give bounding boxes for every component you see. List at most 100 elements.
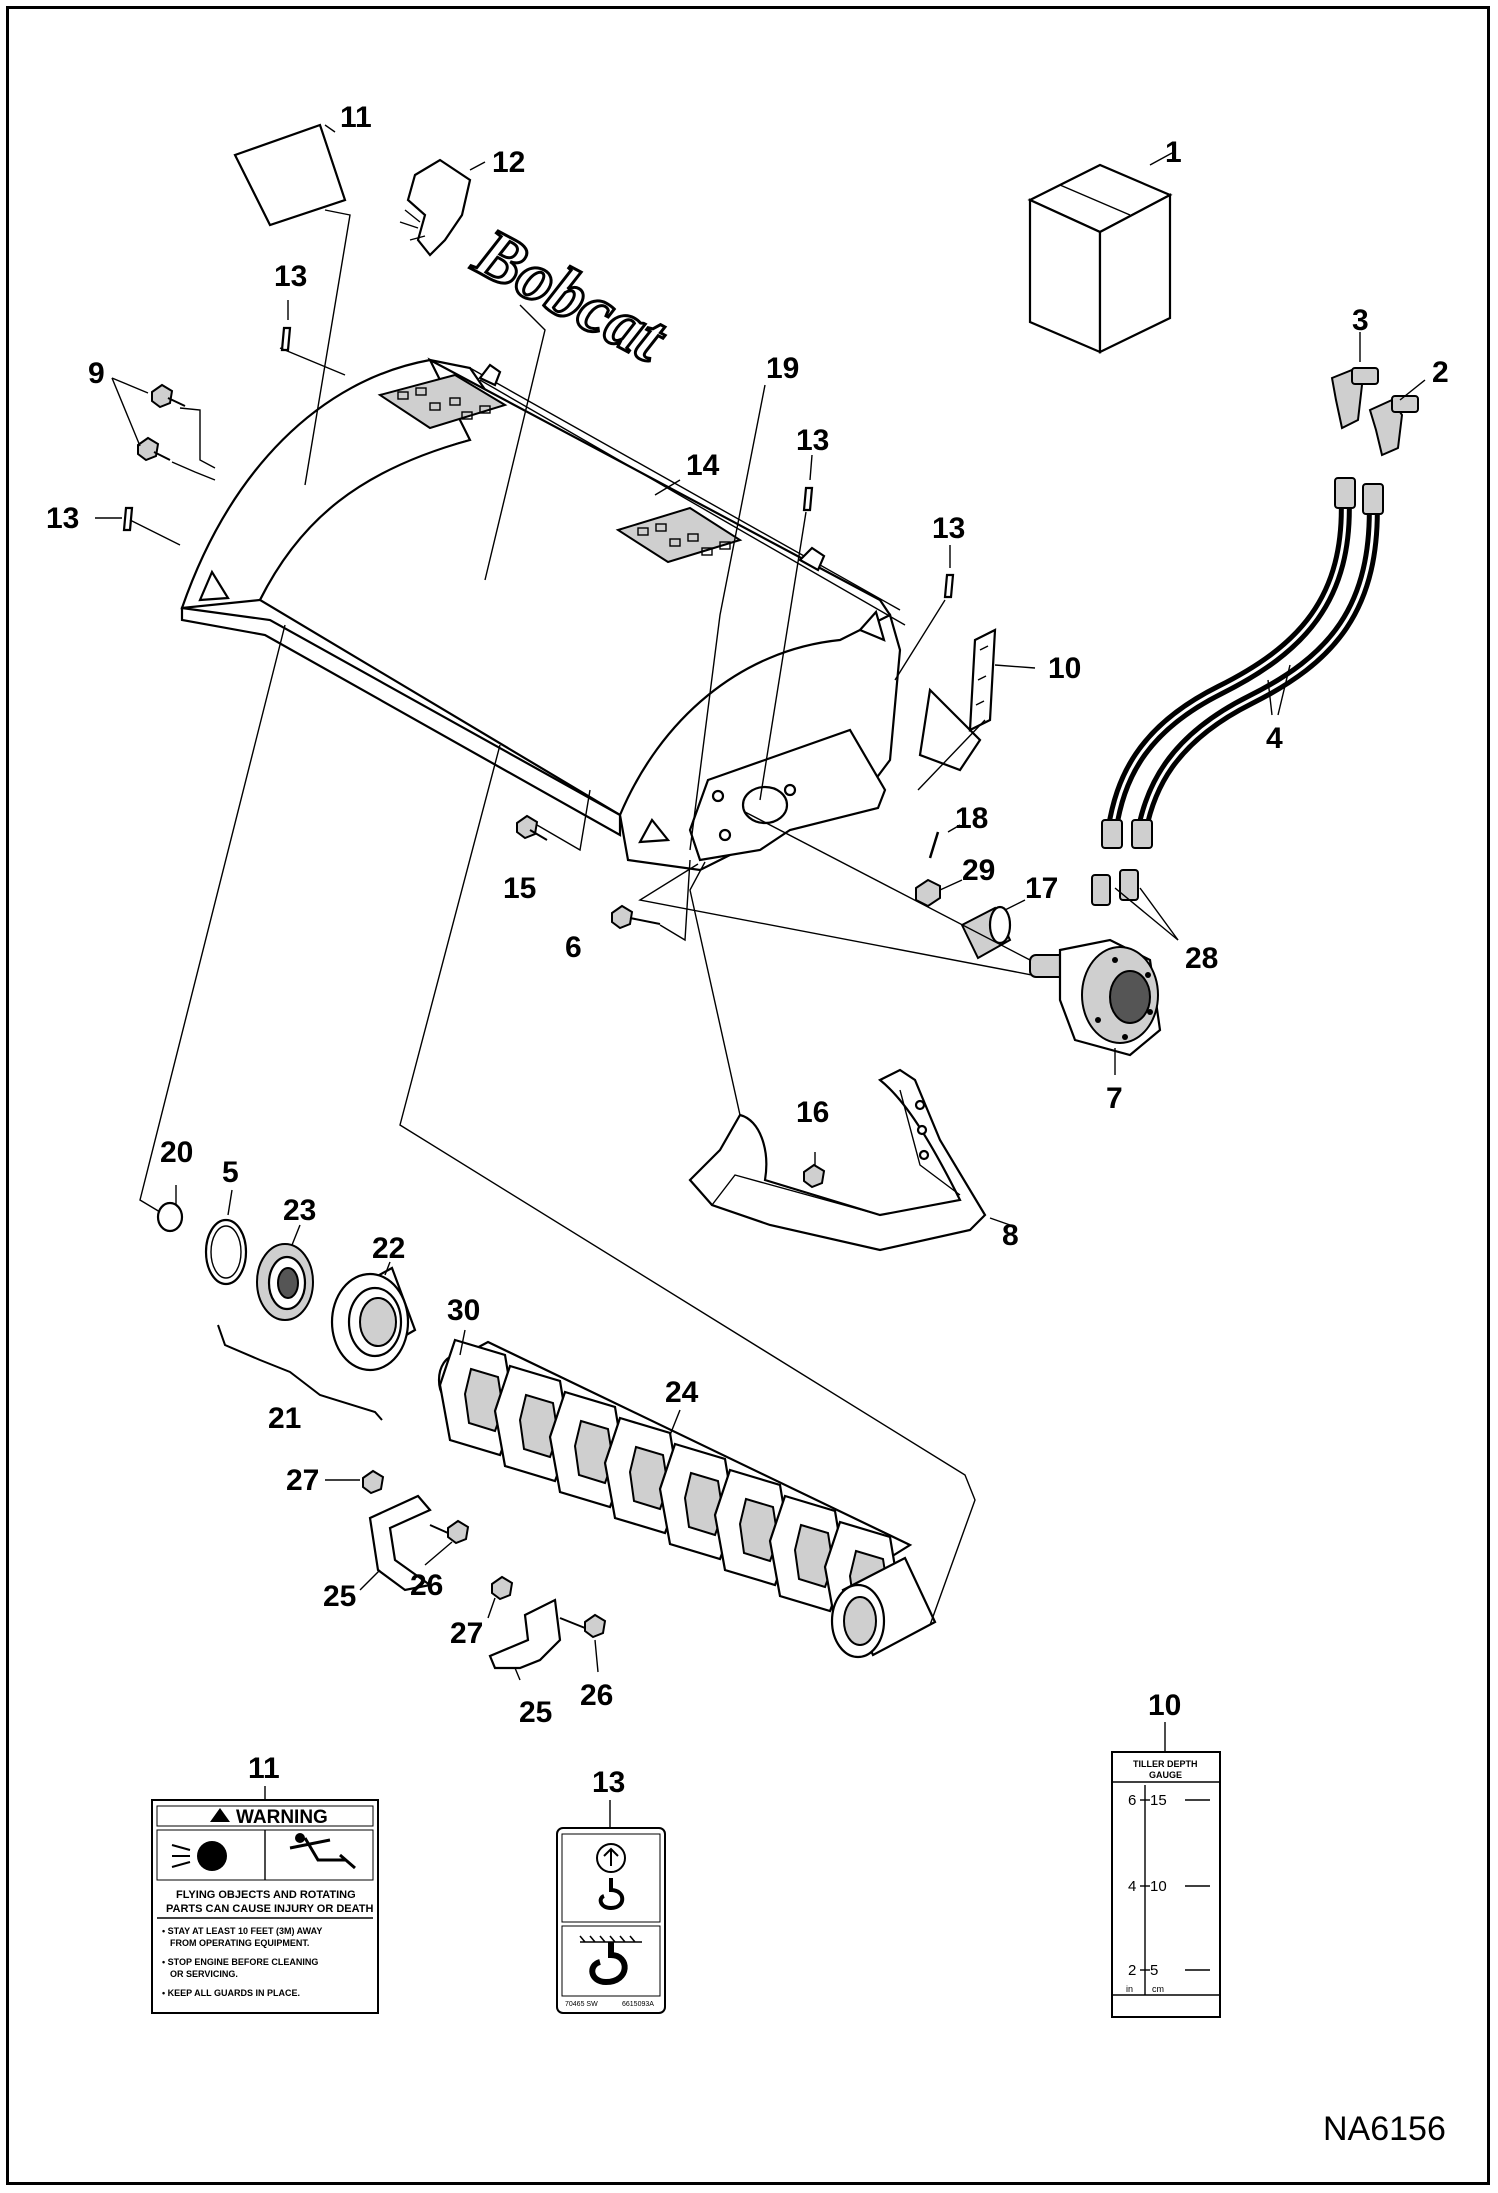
callout-13-top: 13 <box>274 260 307 293</box>
callout-25-left: 25 <box>323 1580 356 1613</box>
logo-text: Bobcat <box>462 214 680 379</box>
part-16-nut <box>803 1163 826 1189</box>
part-26-bolt-left <box>429 1519 470 1545</box>
callout-10-decal: 10 <box>1148 1689 1181 1722</box>
lift-decal-code-right: 6615093A <box>622 2001 654 2008</box>
callout-11: 11 <box>340 101 372 134</box>
gauge-unit-cm: cm <box>1152 1984 1164 1994</box>
callout-26-right: 26 <box>580 1679 613 1712</box>
gauge-cm-15: 15 <box>1150 1792 1167 1809</box>
callout-19: 19 <box>766 352 799 385</box>
lift-decal-code-left: 70465 SW <box>565 2001 598 2008</box>
callout-29: 29 <box>962 854 995 887</box>
part-11-decal-panel <box>233 123 347 227</box>
part-23-bearing <box>256 1243 314 1321</box>
callout-18: 18 <box>955 802 988 835</box>
callout-15: 15 <box>503 872 536 905</box>
callout-28: 28 <box>1185 942 1218 975</box>
gauge-unit-in: in <box>1126 1984 1133 1994</box>
gauge-in-4: 4 <box>1128 1878 1136 1895</box>
callout-13-left: 13 <box>46 502 79 535</box>
warning-title: WARNING <box>236 1807 328 1828</box>
callout-27-right: 27 <box>450 1617 483 1650</box>
part-4-hydraulic-hoses <box>1101 477 1384 849</box>
callout-27-left: 27 <box>286 1464 319 1497</box>
part-6-bolt <box>611 904 661 930</box>
callout-14: 14 <box>686 449 720 482</box>
callout-5: 5 <box>222 1156 239 1189</box>
decal-11-warning: WARNING FLYING OBJECTS AND ROTATING PART… <box>151 1786 379 2014</box>
part-26-bolt-right <box>559 1613 607 1639</box>
warning-bullet-2b: OR SERVICING. <box>170 1969 238 1979</box>
warning-bullet-3: • KEEP ALL GUARDS IN PLACE. <box>162 1988 300 1998</box>
callout-10: 10 <box>1048 652 1081 685</box>
callout-30: 30 <box>447 1294 480 1327</box>
callout-23: 23 <box>283 1194 316 1227</box>
callout-13-mid: 13 <box>796 424 829 457</box>
callout-21: 21 <box>268 1402 301 1435</box>
callout-25-right: 25 <box>519 1696 552 1729</box>
warning-line-2: PARTS CAN CAUSE INJURY OR DEATH <box>166 1903 373 1915</box>
leader-lines <box>95 124 1426 1681</box>
gauge-head-1: TILLER DEPTH <box>1133 1759 1198 1769</box>
callout-8: 8 <box>1002 1219 1019 1252</box>
part-27-nut-right <box>491 1575 514 1601</box>
part-20-washer <box>156 1201 184 1233</box>
part-14-tiller-housing <box>180 357 982 872</box>
tine-hub <box>738 1497 780 1563</box>
warning-bullet-1b: FROM OPERATING EQUIPMENT. <box>170 1938 309 1948</box>
warning-bullet-1a: • STAY AT LEAST 10 FEET (3M) AWAY <box>162 1926 322 1936</box>
part-7-hydraulic-motor <box>1029 938 1162 1057</box>
decal-13-lift-point: 70465 SW 6615093A <box>556 1800 666 2014</box>
gauge-in-2: 2 <box>1128 1962 1136 1979</box>
part-27-nut-left <box>362 1469 385 1495</box>
part-5-snap-ring <box>204 1218 248 1286</box>
part-22-bearing-housing <box>330 1266 417 1372</box>
part-1-box <box>1027 163 1173 354</box>
callout-9: 9 <box>88 357 105 390</box>
callout-16: 16 <box>796 1096 829 1129</box>
callout-17: 17 <box>1025 872 1058 905</box>
part-18-cotter-pin <box>928 831 940 859</box>
part-10-depth-gauge-mounted <box>968 628 997 732</box>
callout-7: 7 <box>1106 1082 1123 1115</box>
callout-13-right: 13 <box>932 512 965 545</box>
callout-1: 1 <box>1165 136 1182 169</box>
callout-4: 4 <box>1266 722 1283 755</box>
callout-2: 2 <box>1432 356 1449 389</box>
decals-13-mounted <box>122 326 955 599</box>
part-12-bobcat-logo: Bobcat <box>399 158 681 380</box>
drawing-id: NA6156 <box>1323 2110 1446 2148</box>
callout-labels: 1 2 3 4 5 6 7 8 9 10 10 11 11 12 13 13 1… <box>46 101 1449 1799</box>
part-25-tine-right <box>488 1598 562 1670</box>
part-28-adapter-fittings <box>1091 869 1139 906</box>
part-21-bracket <box>217 1324 383 1421</box>
callout-11-decal: 11 <box>248 1752 280 1785</box>
callout-24: 24 <box>665 1376 699 1409</box>
part-8-depth-skid <box>688 1068 987 1252</box>
part-9-bolts <box>137 383 186 462</box>
part-30-24-tine-shaft <box>437 1338 937 1659</box>
warning-bullet-2a: • STOP ENGINE BEFORE CLEANING <box>162 1957 318 1967</box>
callout-20: 20 <box>160 1136 193 1169</box>
tine-hub <box>628 1445 670 1511</box>
callout-3: 3 <box>1352 304 1369 337</box>
callout-6: 6 <box>565 931 582 964</box>
tine-hub <box>683 1471 725 1537</box>
gauge-in-6: 6 <box>1128 1792 1136 1809</box>
gauge-cm-10: 10 <box>1150 1878 1167 1895</box>
tine-hub <box>793 1523 835 1589</box>
callout-26-left: 26 <box>410 1569 443 1602</box>
gauge-cm-5: 5 <box>1150 1962 1158 1979</box>
part-15-bolt <box>516 814 548 841</box>
part-25-tine-left <box>368 1494 433 1592</box>
callout-12: 12 <box>492 146 525 179</box>
tine-hub <box>573 1419 615 1485</box>
bearing-assembly <box>156 1201 417 1421</box>
decal-10-tiller-depth-gauge: TILLER DEPTH GAUGE 6 4 2 15 10 5 in cm <box>1111 1722 1221 2018</box>
part-2-3-elbow-fittings <box>1330 367 1419 457</box>
callout-22: 22 <box>372 1232 405 1265</box>
part-17-coupler <box>960 905 1012 960</box>
warning-line-1: FLYING OBJECTS AND ROTATING <box>176 1889 356 1901</box>
